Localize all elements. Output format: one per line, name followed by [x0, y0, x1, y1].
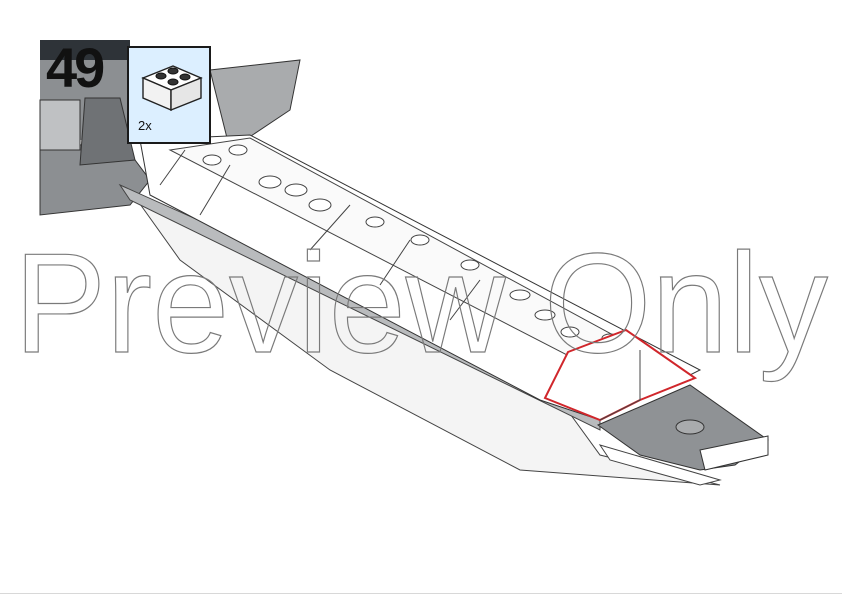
parts-callout: 2x: [127, 46, 211, 144]
part-quantity: 2x: [138, 118, 152, 133]
watermark-text: Preview Only: [14, 224, 828, 383]
wing-assembly-icon: [39, 40, 301, 216]
nose-plate-icon: [596, 384, 769, 486]
step-number: 49: [46, 36, 105, 99]
new-part-highlight: [543, 328, 698, 422]
fuselage-icon: [118, 134, 721, 486]
slope-brick-icon: [141, 65, 203, 112]
page-bottom-rule: [0, 593, 842, 594]
